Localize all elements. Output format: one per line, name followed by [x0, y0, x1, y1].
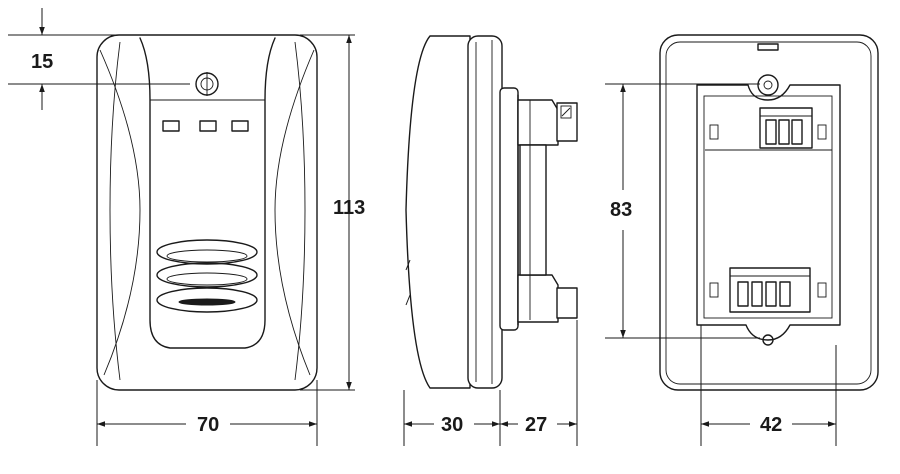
mount-hole-top-icon [757, 74, 779, 96]
dim-15: 15 [8, 8, 190, 110]
side-view [405, 35, 578, 389]
dim-30-label: 30 [441, 414, 463, 436]
dim-27-label: 27 [525, 414, 547, 436]
front-screw-icon [195, 72, 219, 96]
sensor-slots [156, 239, 258, 313]
top-terminal-block [759, 107, 813, 149]
dim-83: 83 [605, 83, 760, 339]
dim-42-label: 42 [760, 414, 782, 436]
dim-70: 70 [96, 380, 318, 446]
mount-hole-bottom-icon [762, 334, 774, 346]
dim-83-label: 83 [610, 199, 632, 221]
dim-27: 27 [500, 320, 578, 446]
dim-42: 42 [700, 325, 837, 446]
back-view [659, 34, 879, 391]
dim-113-label: 113 [333, 197, 365, 219]
dim-30: 30 [403, 390, 501, 446]
dim-113: 113 [300, 34, 365, 391]
led-indicators [162, 120, 249, 132]
dim-70-label: 70 [197, 414, 219, 436]
dim-15-label: 15 [31, 51, 53, 73]
front-view [96, 34, 318, 391]
bottom-terminal-block [729, 267, 811, 313]
